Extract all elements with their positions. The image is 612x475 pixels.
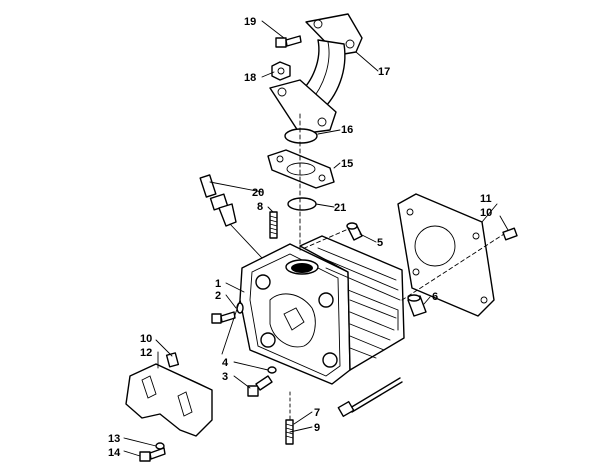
dowel-10-right — [502, 227, 518, 241]
leader-lines — [123, 20, 509, 457]
dowel-10-left — [165, 352, 180, 368]
callout-6: 6 — [432, 291, 438, 303]
callout-2: 2 — [215, 290, 221, 302]
callout-5: 5 — [377, 237, 383, 249]
callout-15: 15 — [341, 158, 353, 170]
callout-9: 9 — [314, 422, 320, 434]
nut-18 — [271, 61, 291, 81]
callout-8: 8 — [257, 201, 263, 213]
callout-14: 14 — [108, 447, 121, 459]
callout-10-left: 10 — [140, 333, 152, 345]
gasket-16 — [284, 128, 318, 144]
callout-21: 21 — [334, 202, 346, 214]
callout-1: 1 — [215, 278, 221, 290]
callout-labels: 19 18 17 16 15 20 8 21 5 11 10 6 1 2 4 3… — [108, 16, 492, 459]
dowel-5 — [346, 222, 363, 241]
callout-19: 19 — [244, 16, 256, 28]
callout-11: 11 — [480, 193, 492, 205]
cylinder-head — [239, 243, 351, 385]
callout-10-right: 10 — [480, 207, 492, 219]
screw-3 — [247, 375, 273, 397]
stud-7 — [285, 391, 294, 445]
bracket-12 — [125, 363, 213, 437]
callout-18: 18 — [244, 72, 256, 84]
callout-7: 7 — [314, 407, 320, 419]
bolt-19 — [275, 35, 302, 48]
stud-8 — [269, 211, 278, 239]
callout-20: 20 — [252, 187, 264, 199]
callout-4: 4 — [222, 357, 229, 369]
gasket-21 — [287, 197, 317, 211]
long-bolt — [349, 377, 401, 409]
bolt-14 — [139, 447, 166, 462]
callout-3: 3 — [222, 371, 228, 383]
callout-13: 13 — [108, 433, 120, 445]
spark-plug-20 — [199, 174, 263, 259]
flange-15 — [267, 149, 335, 189]
callout-17: 17 — [378, 66, 390, 78]
exhaust-pipe — [269, 13, 363, 135]
callout-12: 12 — [140, 347, 152, 359]
dowel-6 — [407, 294, 427, 317]
screw-2 — [211, 311, 236, 324]
cylinder-gasket-11 — [397, 193, 495, 317]
cylinder-block — [299, 235, 405, 371]
callout-16: 16 — [341, 124, 353, 136]
